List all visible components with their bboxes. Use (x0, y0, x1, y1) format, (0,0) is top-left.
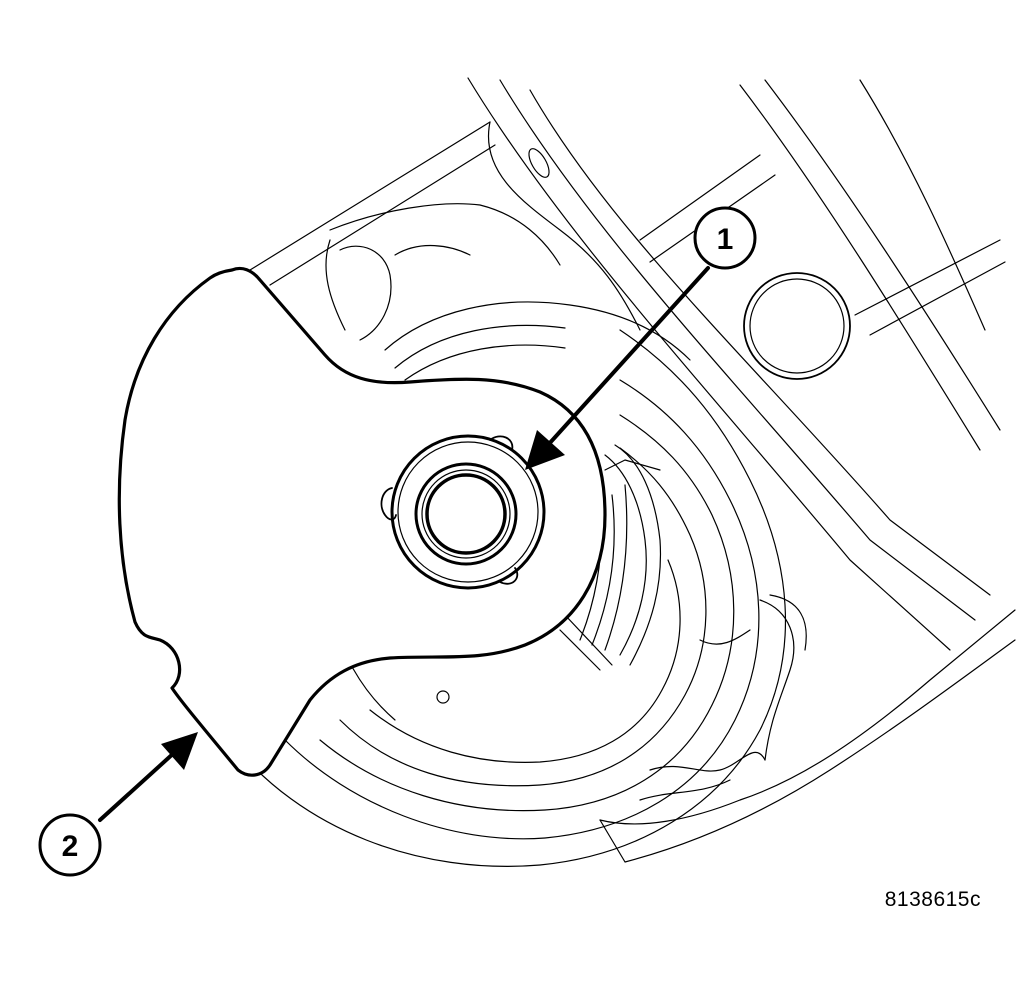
frame-hole (743, 272, 851, 380)
callout-1: 1 (693, 206, 757, 270)
arrow-head-1 (525, 430, 565, 470)
small-hole (436, 690, 450, 704)
left-rail (249, 121, 641, 341)
callout-2: 2 (38, 813, 102, 877)
figure-id-label: 8138615c (884, 888, 981, 911)
spring-seat-rings (229, 301, 786, 867)
strut-nut-assembly (380, 434, 546, 590)
frame-rails (467, 77, 1006, 651)
spring-compressor-plate (117, 266, 607, 777)
arrow-head-2 (161, 732, 198, 770)
callout-1-label: 1 (717, 223, 734, 256)
lower-bracket (599, 594, 1016, 863)
leader-arrows (98, 266, 710, 822)
callout-2-label: 2 (62, 830, 79, 863)
